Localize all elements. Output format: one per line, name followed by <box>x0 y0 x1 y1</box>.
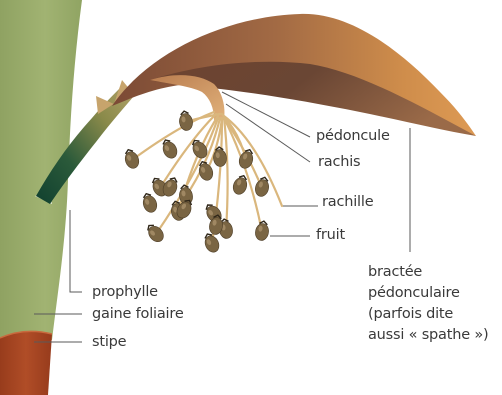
fruit-1 <box>122 147 141 170</box>
label-pedoncule: pédoncule <box>316 128 390 145</box>
fruit-13 <box>159 137 179 160</box>
label-bractee-line-3: (parfois dite <box>368 304 488 325</box>
label-bractee-line-4: aussi « spathe ») <box>368 325 488 346</box>
leader-prophylle <box>70 210 82 292</box>
fruit-10 <box>254 220 270 241</box>
fruit-18 <box>140 191 159 214</box>
stipe-shape <box>0 331 52 395</box>
label-rachille: rachille <box>322 194 373 211</box>
label-gaine-foliaire: gaine foliaire <box>92 306 184 323</box>
fruit-6 <box>201 231 221 254</box>
fruit-9 <box>254 176 272 198</box>
label-prophylle: prophylle <box>92 284 158 301</box>
label-bractee-pedonculaire: bractée pédonculaire (parfois dite aussi… <box>368 262 488 346</box>
label-fruit: fruit <box>316 227 345 244</box>
label-bractee-line-1: bractée <box>368 262 488 283</box>
label-bractee-line-2: pédonculaire <box>368 283 488 304</box>
label-rachis: rachis <box>318 154 360 171</box>
label-stipe: stipe <box>92 334 126 351</box>
rachilla-8 <box>224 118 228 230</box>
